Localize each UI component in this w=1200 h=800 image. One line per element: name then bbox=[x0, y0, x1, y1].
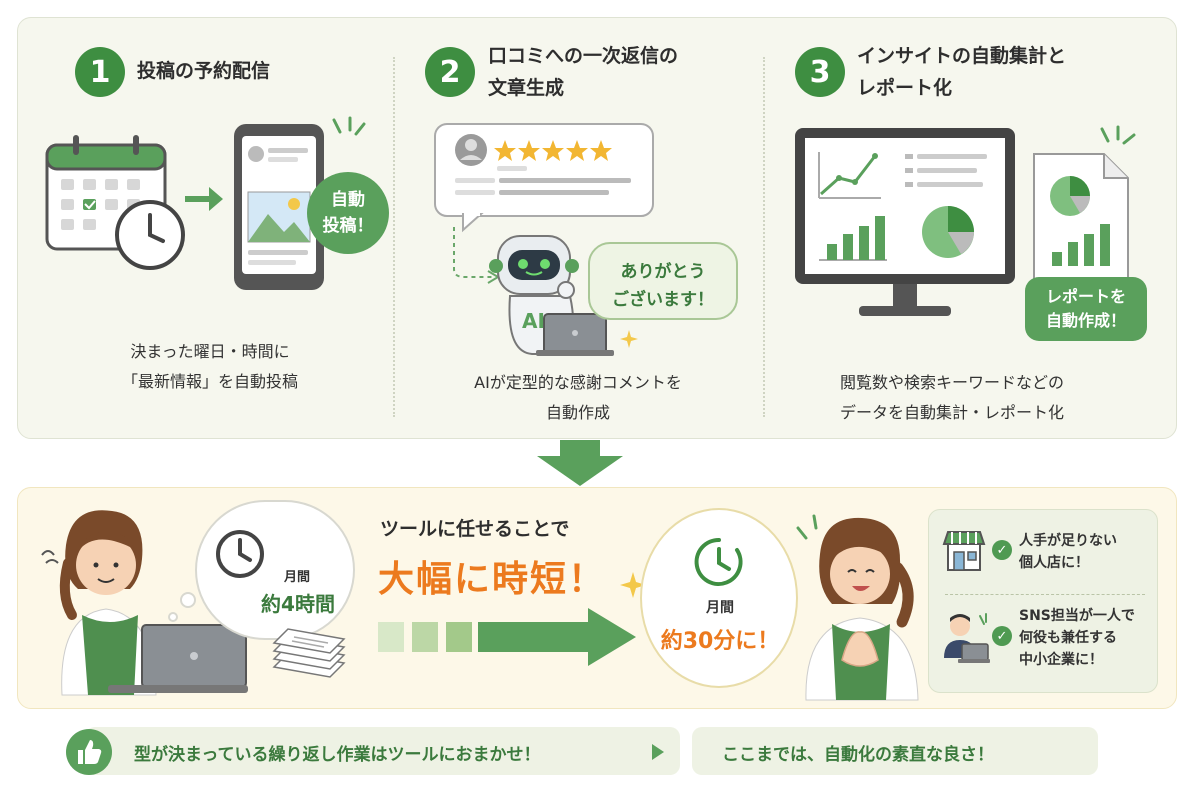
sparkle-icon bbox=[620, 330, 638, 348]
step-2-number: 2 bbox=[425, 47, 475, 97]
after-period-label: 月間 bbox=[706, 600, 734, 616]
arrow-right-icon bbox=[185, 187, 223, 211]
step-1-description: 決まった曜日・時間に 「最新情報」を自動投稿 bbox=[121, 342, 298, 391]
step-1-title: 投稿の予約配信 bbox=[137, 60, 271, 82]
thought-dot bbox=[168, 612, 178, 622]
down-arrow-icon bbox=[537, 440, 623, 486]
target-sme-one-person: SNS担当が一人で 何役も兼任する 中小企業に！ bbox=[1019, 608, 1135, 668]
worker-laptop-illustration bbox=[41, 510, 248, 696]
before-time-value: 約4時間 bbox=[261, 592, 335, 616]
column-divider bbox=[763, 57, 765, 417]
clock-icon bbox=[694, 537, 743, 586]
tool-caption: ツールに任せることで bbox=[380, 518, 570, 540]
before-period-label: 月間 bbox=[283, 570, 310, 585]
big-time-saving-headline: 大幅に時短！ bbox=[378, 559, 607, 600]
step-3-title: インサイトの自動集計と レポート化 bbox=[857, 45, 1067, 99]
sparkle-icon bbox=[620, 572, 646, 598]
step-2-title: 口コミへの一次返信の 文章生成 bbox=[488, 45, 679, 99]
paper-stack-icon bbox=[272, 628, 346, 678]
after-time-value: 約30分に！ bbox=[660, 629, 780, 654]
thanks-speech-bubble: ありがとう ございます！ bbox=[588, 242, 738, 320]
footer-left-text: 型が決まっている繰り返し作業はツールにおまかせ！ bbox=[134, 745, 541, 765]
footer-left-pill bbox=[85, 727, 680, 775]
smartphone-icon bbox=[234, 124, 324, 290]
robot-ai-label: AI bbox=[522, 309, 545, 333]
clock-icon bbox=[216, 530, 264, 578]
robot-icon bbox=[489, 235, 614, 356]
column-divider bbox=[393, 57, 395, 417]
thumbs-up-icon bbox=[66, 729, 112, 775]
step-3-number: 3 bbox=[795, 47, 845, 97]
thought-dot bbox=[180, 592, 196, 608]
target-small-shop: 人手が足りない 個人店に！ bbox=[1019, 533, 1117, 571]
monitor-dashboard-icon bbox=[795, 128, 1015, 316]
footer-right-text: ここまでは、自動化の素直な良さ！ bbox=[722, 745, 994, 765]
report-document-icon bbox=[1033, 153, 1129, 289]
play-triangle-icon bbox=[652, 744, 664, 760]
office-worker-icon bbox=[944, 613, 990, 663]
progress-arrow-icon bbox=[378, 608, 636, 666]
check-icon: ✓ bbox=[992, 540, 1012, 560]
step-3-description: 閲覧数や検索キーワードなどの データを自動集計・レポート化 bbox=[839, 373, 1064, 422]
sparkle-lines-icon bbox=[332, 116, 366, 136]
target-separator bbox=[945, 594, 1145, 595]
thought-cloud bbox=[195, 500, 355, 640]
auto-report-badge: レポートを 自動作成！ bbox=[1025, 277, 1147, 341]
calendar-clock-icon bbox=[45, 135, 185, 270]
step-1-number: 1 bbox=[75, 47, 125, 97]
auto-post-badge: 自動 投稿！ bbox=[307, 172, 389, 254]
step-2-description: AIが定型的な感謝コメントを 自動作成 bbox=[474, 373, 682, 422]
review-card-icon bbox=[434, 123, 654, 233]
storefront-icon bbox=[942, 531, 986, 571]
check-icon: ✓ bbox=[992, 626, 1012, 646]
sparkle-lines-icon bbox=[1100, 125, 1136, 145]
footer-right-pill bbox=[692, 727, 1098, 775]
happy-worker-illustration bbox=[796, 514, 919, 701]
